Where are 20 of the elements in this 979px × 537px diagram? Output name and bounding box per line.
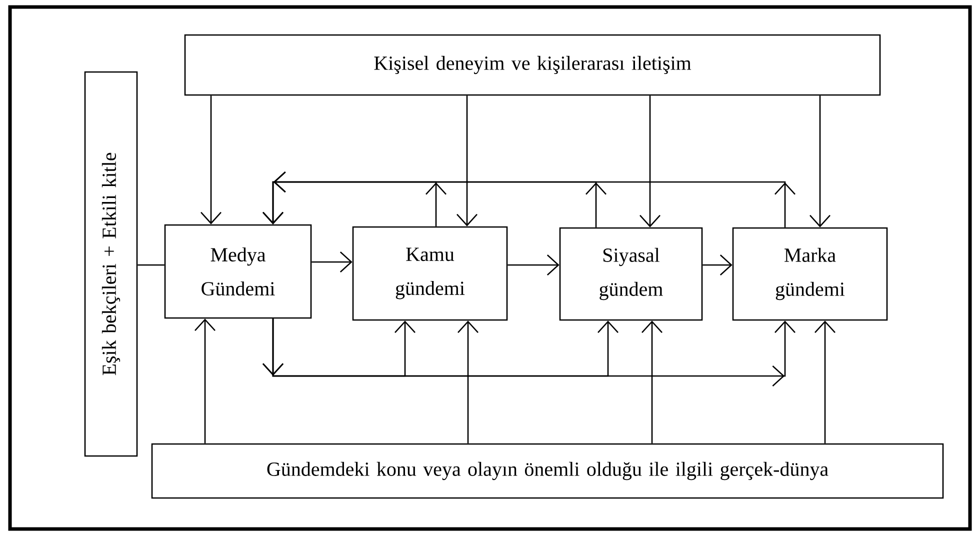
arrow xyxy=(262,318,796,386)
arrow xyxy=(200,96,222,224)
arrow xyxy=(702,254,732,276)
arrow xyxy=(640,96,660,228)
agenda-box: Marka gündemi xyxy=(732,227,888,321)
arrow xyxy=(262,172,796,228)
arrow xyxy=(814,320,836,444)
arrow xyxy=(458,320,478,444)
source-box: Kişisel deneyim ve kişilerarası iletişim xyxy=(184,34,881,96)
agenda-box: Kamu gündemi xyxy=(352,226,508,321)
source-box: Gündemdeki konu veya olayın önemli olduğu ile ilgili gerçek-dünya xyxy=(151,443,944,499)
agenda-box: Medya Gündemi xyxy=(164,224,312,319)
arrow xyxy=(456,96,478,226)
arrow xyxy=(194,318,216,444)
side-box: Eşik bekçileri + Etkili kitle xyxy=(84,71,138,457)
arrow xyxy=(508,254,560,276)
agenda-box: Siyasal gündem xyxy=(559,227,703,321)
arrow xyxy=(312,252,352,272)
arrow xyxy=(810,96,830,228)
arrow xyxy=(642,320,662,444)
